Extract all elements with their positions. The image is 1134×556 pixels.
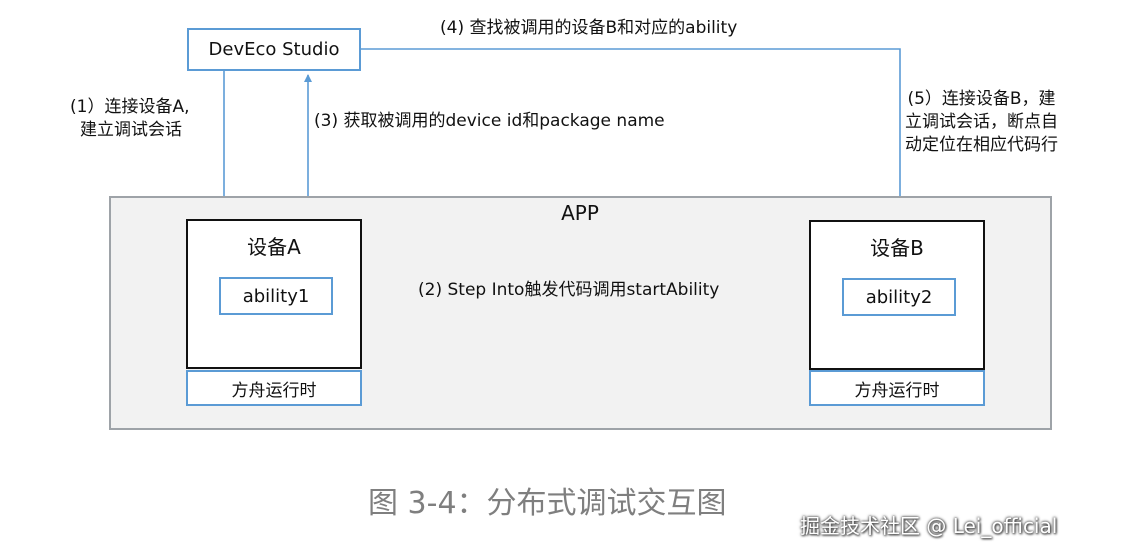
arrow-step4-5 [361,48,904,218]
device-b-runtime-label: 方舟运行时 [854,380,940,401]
app-label: APP [561,201,599,225]
device-b-runtime: 方舟运行时 [809,370,985,406]
step1-line1: (1）连接设备A, [70,97,190,117]
device-b-box: 设备B ability2 [809,220,985,370]
device-a-runtime: 方舟运行时 [186,370,362,406]
step5-line1: (5）连接设备B，建 [907,89,1056,109]
device-a-title: 设备A [247,235,301,259]
step1-line2: 建立调试会话 [80,120,182,140]
device-b-title: 设备B [870,236,924,260]
ability2-label: ability2 [865,286,933,308]
watermark: 掘金技术社区 @ Lei_official [800,514,1058,538]
step2-label: (2) Step Into触发代码调用startAbility [418,280,720,300]
step5-line3: 动定位在相应代码行 [905,135,1058,155]
device-a-box: 设备A ability1 [186,219,362,369]
deveco-studio-box: DevEco Studio [187,28,361,71]
ability2-box: ability2 [842,278,956,316]
step1-label: (1）连接设备A, 建立调试会话 [70,96,189,142]
figure-caption: 图 3-4：分布式调试交互图 [368,486,727,521]
deveco-studio-label: DevEco Studio [208,39,340,60]
ability1-box: ability1 [219,277,333,315]
step5-line2: 立调试会话，断点自 [905,112,1058,132]
step3-label: (3) 获取被调用的device id和package name [314,111,665,131]
step4-label: (4) 查找被调用的设备B和对应的ability [440,18,738,38]
ability1-label: ability1 [242,285,310,307]
device-a-runtime-label: 方舟运行时 [231,380,317,401]
step5-label: (5）连接设备B，建 立调试会话，断点自 动定位在相应代码行 [905,88,1058,157]
